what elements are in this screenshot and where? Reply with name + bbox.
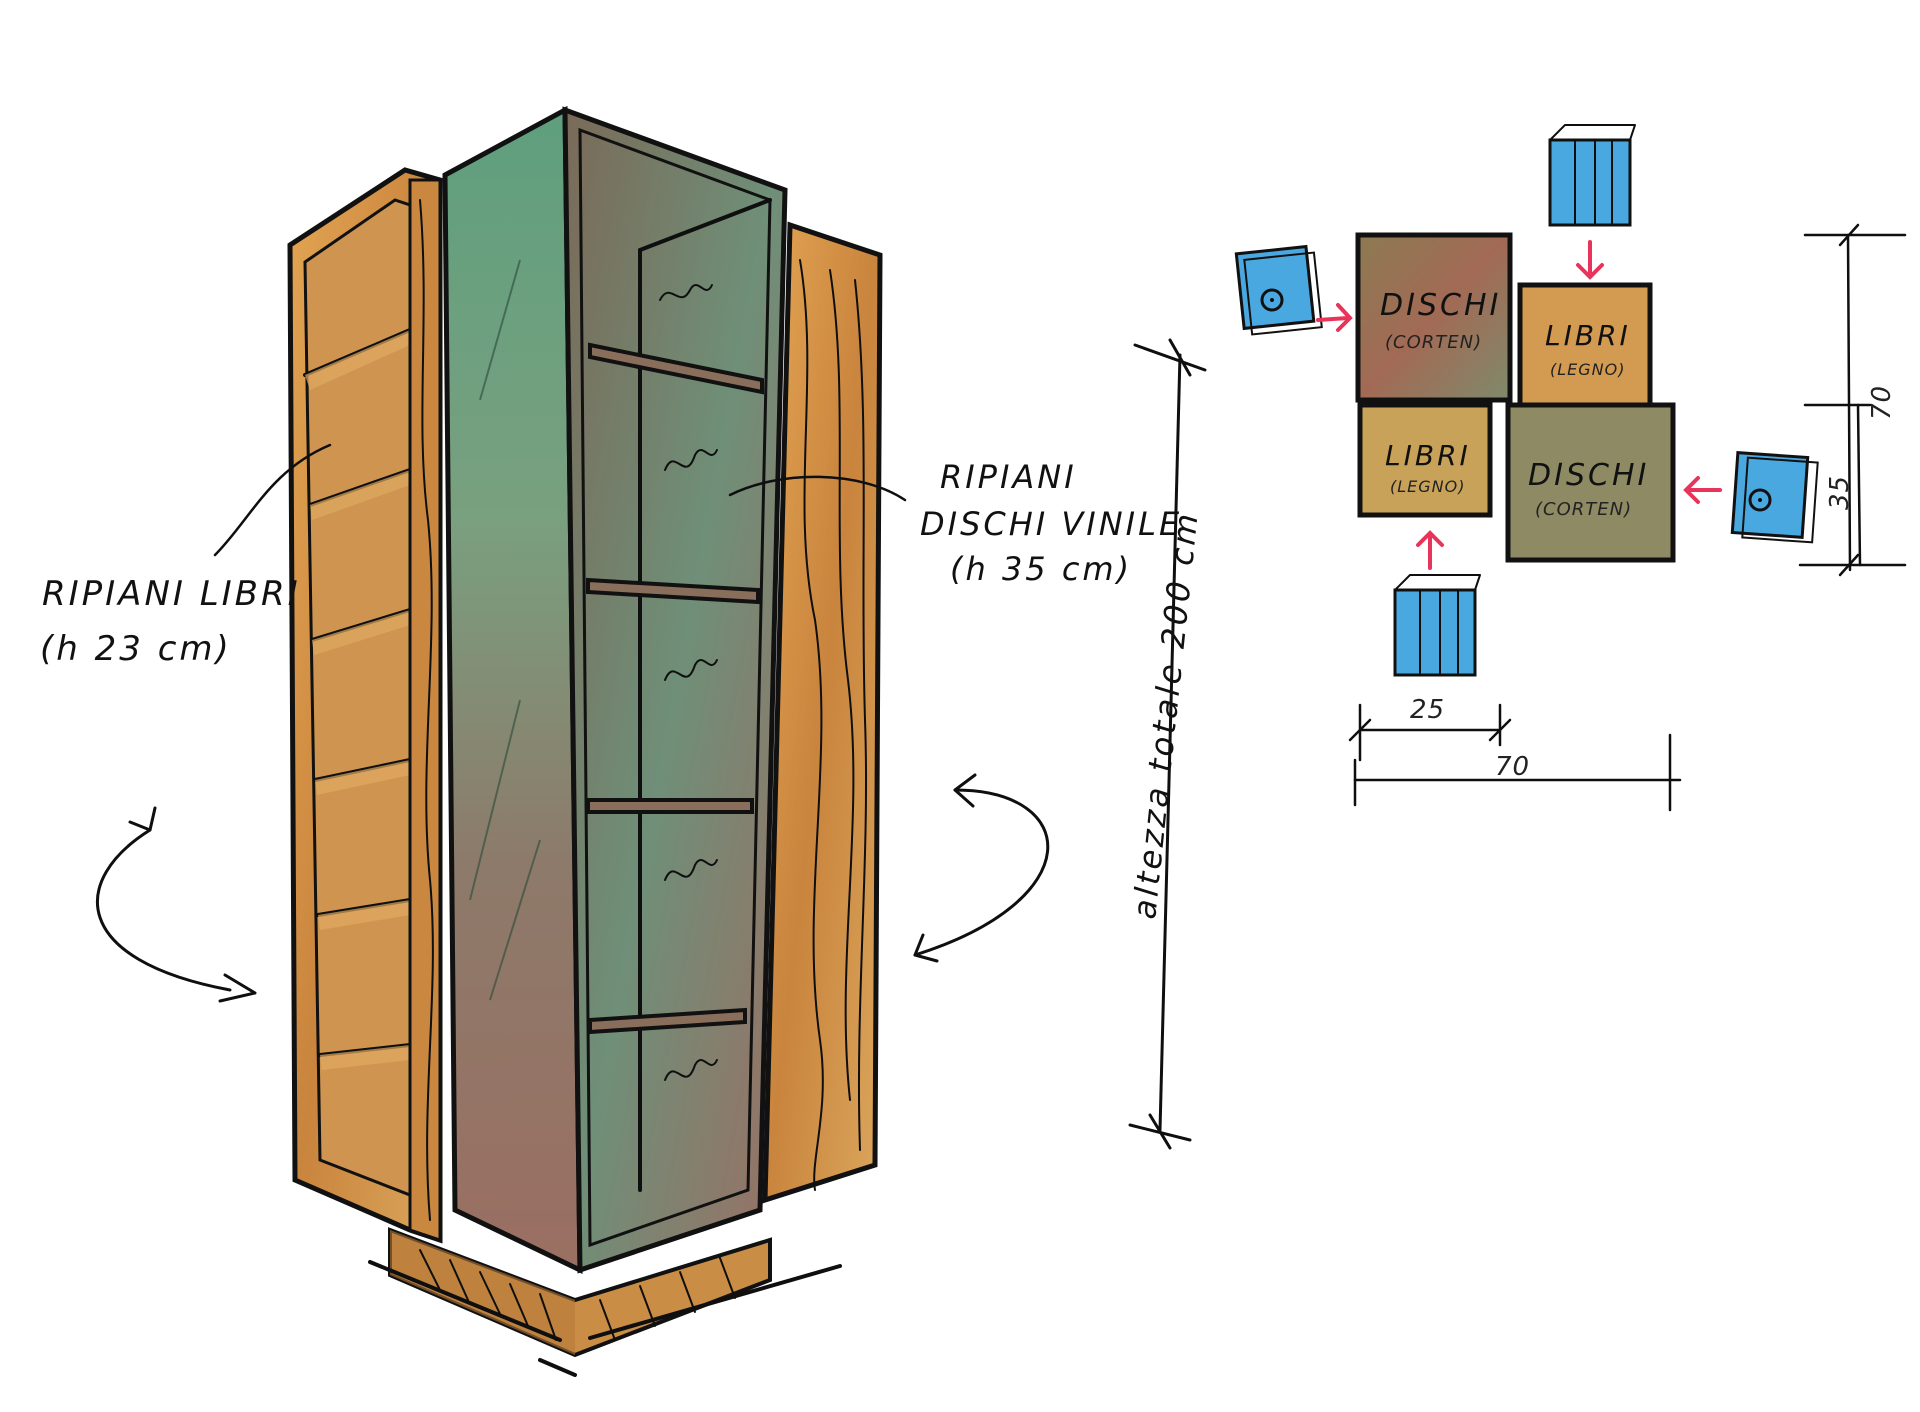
wood-grain (799, 259, 868, 1191)
plan-module-3-material: (LEGNO) (1390, 477, 1465, 496)
insert-arrow-icon (1316, 303, 1353, 332)
bookcase-perspective: RIPIANI LIBRI (h 23 cm) RIPIANI DISCHI V… (40, 105, 1207, 1377)
label-total-height: altezza totale 200 cm (1125, 509, 1206, 921)
plan-view: DISCHI (CORTEN) LIBRI (LEGNO) LIBRI (LEG… (1234, 124, 1907, 812)
vinyl-record-scribbles (659, 284, 718, 1081)
vinyl-record-icon (1730, 451, 1819, 544)
dim-25: 25 (1410, 695, 1445, 725)
plan-module-2-material: (LEGNO) (1550, 360, 1625, 379)
books-leader-line (213, 443, 332, 557)
plan-module-libri-2 (1357, 402, 1493, 518)
insert-arrow-icon (1576, 240, 1604, 280)
dim-35: 35 (1825, 475, 1855, 510)
vinyl-shelves (586, 342, 764, 1035)
label-vinyl-title: RIPIANI (940, 458, 1077, 496)
total-height-dimension (1128, 338, 1207, 1150)
dim-70-right: 70 (1867, 385, 1897, 420)
vinyl-record-icon (1234, 244, 1323, 336)
plan-module-dischi-2 (1505, 402, 1676, 563)
dimension-depth (1798, 223, 1907, 577)
plan-module-libri-1 (1517, 282, 1653, 408)
label-books-height: (h 23 cm) (40, 629, 232, 669)
rotate-arrow-icon (913, 773, 1050, 963)
plan-module-dischi-1 (1355, 232, 1513, 403)
label-vinyl-title2: DISCHI VINILE (920, 505, 1182, 543)
books-icon (1548, 124, 1636, 227)
label-vinyl-height: (h 35 cm) (950, 550, 1132, 588)
vinyl-leader-line (728, 475, 907, 502)
right-wood-panel (762, 221, 883, 1204)
dim-70-bottom: 70 (1495, 752, 1530, 782)
plan-module-4-name: DISCHI (1528, 458, 1649, 493)
insert-arrow-icon (1683, 476, 1722, 504)
plan-module-2-name: LIBRI (1545, 319, 1631, 352)
plan-module-1-material: (CORTEN) (1385, 332, 1482, 353)
label-books-title: RIPIANI LIBRI (42, 574, 301, 614)
plan-module-4-material: (CORTEN) (1535, 499, 1632, 520)
dimension-width (1348, 703, 1682, 812)
ground-lines (368, 1260, 842, 1377)
insert-arrow-icon (1416, 530, 1444, 570)
plan-module-1-name: DISCHI (1380, 288, 1501, 323)
books-icon (1393, 574, 1481, 677)
rotate-arrow-icon (95, 806, 257, 1003)
vinyl-module-opening (562, 106, 788, 1274)
plan-module-3-name: LIBRI (1385, 439, 1471, 472)
